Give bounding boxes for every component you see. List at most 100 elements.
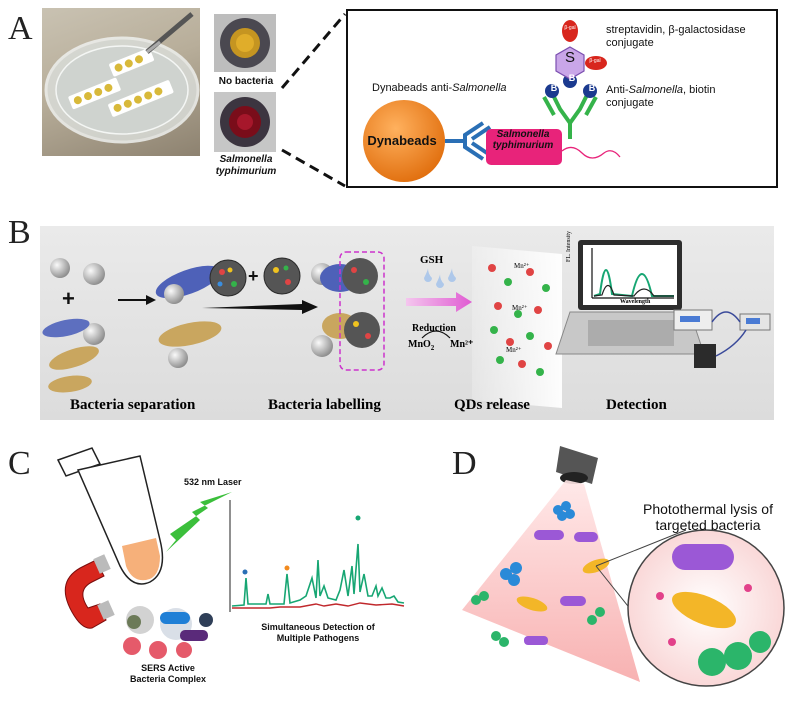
panel-letter-a: A xyxy=(8,10,33,47)
streptavidin-label: streptavidin, β-galactosidase conjugate xyxy=(606,24,746,50)
spectrum-caption-line2: Multiple Pathogens xyxy=(276,633,360,643)
detection-antibody xyxy=(542,92,598,139)
panel-b-background: + + xyxy=(40,226,774,420)
panel-letter-d: D xyxy=(452,445,477,482)
gsh-label: GSH xyxy=(420,254,444,266)
s-label: S xyxy=(564,49,575,66)
mn2-label-reduction: Mn²⁺ xyxy=(450,339,474,350)
mn2-label-3: Mn²⁺ xyxy=(506,346,522,354)
b-label-right: B xyxy=(588,83,596,93)
tan-bacterium-3 xyxy=(158,321,222,347)
salmonella-box-line1: Salmonella xyxy=(496,129,550,140)
anti-prefix: Anti- xyxy=(606,84,629,96)
dynabeads-anti-prefix: Dynabeads anti- xyxy=(372,82,453,94)
anti-biotin-line1: Anti-Salmonella, biotin xyxy=(606,84,715,97)
tube-body xyxy=(76,455,164,585)
step-detection: Detection xyxy=(606,397,667,413)
biotin-left xyxy=(545,84,559,98)
power-box xyxy=(694,344,716,368)
photothermal-line2: targeted bacteria xyxy=(655,517,761,533)
sers-complex-line1: SERS Active xyxy=(141,663,195,673)
bgal-label-top: β-gal xyxy=(564,25,576,31)
step-bacteria-separation: Bacteria separation xyxy=(70,397,196,413)
bgal-right xyxy=(585,56,607,70)
anti-italic: Salmonella xyxy=(628,84,684,96)
dynabead-label: Dynabeads xyxy=(367,133,437,148)
anti-biotin-label: Anti-Salmonella, biotin conjugate xyxy=(606,84,715,110)
plot-ylabel: FL. Intensity xyxy=(566,231,572,262)
mno2-label: MnO2 xyxy=(408,339,434,352)
step-qds-release: QDs release xyxy=(454,397,530,413)
qd-cluster-2 xyxy=(263,257,301,295)
labelling-arrow xyxy=(202,300,318,314)
no-bacteria-well-photo xyxy=(214,14,276,72)
b-label-left: B xyxy=(550,83,558,93)
step-bacteria-labelling: Bacteria labelling xyxy=(268,397,381,413)
beam-bacteria xyxy=(471,501,610,647)
laser-label: 532 nm Laser xyxy=(184,477,242,487)
salmonella-well-label-line2: typhimurium xyxy=(215,166,277,177)
salmonella-well-label: Salmonella typhimurium xyxy=(206,154,286,178)
light-source xyxy=(556,446,598,484)
salmonella-well-photo xyxy=(214,92,276,152)
zoom-circle xyxy=(627,529,785,687)
separation-beads xyxy=(50,258,105,345)
zoom-purple-bacterium xyxy=(672,544,734,570)
salmonella-box-line2: typhimurium xyxy=(492,140,554,151)
tube-cap xyxy=(56,447,102,477)
no-bacteria-label: No bacteria xyxy=(218,76,274,87)
bacteria-flagellum xyxy=(561,146,621,159)
qd-cluster-1 xyxy=(209,259,247,297)
spectrum-black xyxy=(593,284,674,297)
mn2-label-2: Mn²⁺ xyxy=(512,304,528,312)
laser-bolt xyxy=(166,492,232,552)
assay-schematic-box xyxy=(346,9,778,188)
mn2-label-1: Mn²⁺ xyxy=(514,262,530,270)
tan-bacterium-2 xyxy=(48,375,92,393)
raman-marker-blue xyxy=(242,569,248,575)
panel-letter-c: C xyxy=(8,445,31,482)
mno2-text: MnO xyxy=(408,339,431,350)
streptavidin-line1: streptavidin, β-galactosidase xyxy=(606,24,746,36)
reduction-label: Reduction xyxy=(412,323,456,334)
plot-xlabel: Wavelength xyxy=(620,299,651,305)
dynabead-sphere xyxy=(363,100,445,182)
magnet xyxy=(64,559,107,629)
anti-suffix: , biotin xyxy=(683,84,716,96)
anti-biotin-line2: conjugate xyxy=(606,97,654,109)
blue-bacterium-1 xyxy=(42,318,90,338)
photothermal-line1: Photothermal lysis of xyxy=(643,501,773,517)
bgal-label-right: β-gal xyxy=(589,58,601,64)
sers-complex xyxy=(123,606,213,659)
streptavidin-hexagon xyxy=(555,46,585,80)
salmonella-box xyxy=(486,129,562,165)
spectrum-caption: Simultaneous Detection of Multiple Patho… xyxy=(248,622,388,644)
sers-complex-line2: Bacteria Complex xyxy=(129,674,207,684)
raman-red-trace xyxy=(232,602,405,609)
photothermal-caption: Photothermal lysis of targeted bacteria xyxy=(630,501,786,533)
dynabeads-anti-label: Dynabeads anti-Salmonella xyxy=(372,82,507,94)
sers-complex-label: SERS Active Bacteria Complex xyxy=(118,663,218,685)
raman-marker-green xyxy=(355,515,361,521)
tube-sample xyxy=(122,538,160,581)
panel-letter-b: B xyxy=(8,214,31,251)
bgal-top xyxy=(562,20,578,42)
dynabeads-anti-italic: Salmonella xyxy=(452,82,507,94)
petri-dish-photo xyxy=(42,8,200,156)
zoom-lysed-bacterium xyxy=(672,591,736,629)
salmonella-box-label: Salmonella typhimurium xyxy=(485,129,561,151)
labelled-selection-box xyxy=(339,251,385,371)
tan-bacterium-1 xyxy=(49,346,99,370)
release-plane xyxy=(472,246,562,408)
capture-antibody xyxy=(445,121,492,161)
light-beam xyxy=(462,480,640,682)
mno2-sub: 2 xyxy=(430,344,435,352)
reduction-arrow xyxy=(406,292,472,312)
spectrum-caption-line1: Simultaneous Detection of xyxy=(261,622,375,632)
streptavidin-line2: conjugate xyxy=(606,37,654,49)
b-label-center: B xyxy=(568,73,576,83)
salmonella-well-label-line1: Salmonella xyxy=(219,154,273,165)
raman-green-trace xyxy=(231,543,405,607)
raman-marker-orange xyxy=(284,565,290,571)
svg-text:+: + xyxy=(248,266,259,286)
